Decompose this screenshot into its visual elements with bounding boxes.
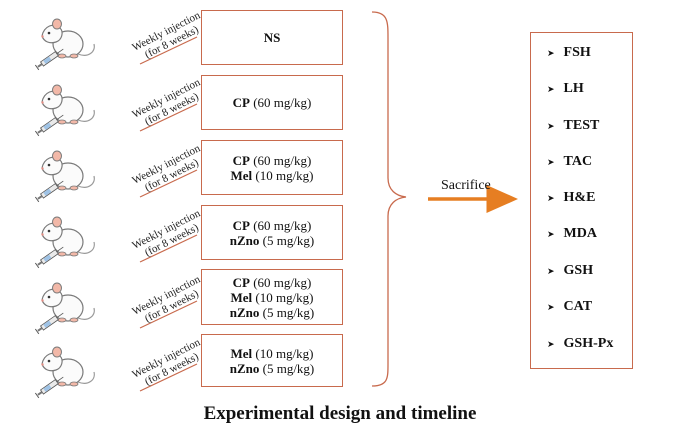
rat-with-syringe-icon	[34, 84, 95, 137]
triangle-bullet-icon: ➤	[547, 120, 555, 131]
triangle-bullet-icon: ➤	[547, 83, 555, 94]
triangle-bullet-icon: ➤	[547, 338, 555, 349]
rat-with-syringe-icon	[34, 18, 95, 71]
outcome-item: ➤GSH	[547, 263, 594, 278]
outcome-item: ➤LH	[547, 81, 584, 96]
outcome-item: ➤MDA	[547, 226, 597, 241]
outcome-item: ➤H&E	[547, 190, 596, 205]
rat-with-syringe-icon	[34, 150, 95, 203]
treatment-line: CP (60 mg/kg)	[232, 95, 312, 110]
triangle-bullet-icon: ➤	[547, 192, 555, 203]
outcome-item: ➤CAT	[547, 299, 593, 314]
outcome-item: ➤TAC	[547, 154, 593, 169]
triangle-bullet-icon: ➤	[547, 47, 555, 58]
triangle-bullet-icon: ➤	[547, 156, 555, 167]
bracket-icon	[371, 11, 407, 387]
outcome-item: ➤GSH-Px	[547, 336, 614, 351]
outcome-item: ➤TEST	[547, 118, 600, 133]
triangle-bullet-icon: ➤	[547, 301, 555, 312]
treatment-line: nZno (5 mg/kg)	[229, 232, 315, 248]
figure-title: Experimental design and timeline	[203, 403, 477, 424]
treatment-line: CP (60 mg/kg)	[232, 274, 312, 290]
group-box-cp-mel: CP (60 mg/kg) Mel (10 mg/kg)	[201, 140, 343, 195]
sacrifice-label: Sacrifice	[441, 178, 491, 193]
treatment-line: Mel (10 mg/kg)	[230, 345, 314, 361]
treatment-line: CP (60 mg/kg)	[232, 217, 312, 233]
triangle-bullet-icon: ➤	[547, 228, 555, 239]
treatment-line: nZno (5 mg/kg)	[229, 360, 315, 376]
outcomes-box: ➤FSH ➤LH ➤TEST ➤TAC ➤H&E ➤MDA ➤GSH ➤CAT …	[530, 32, 633, 369]
treatment-line: nZno (5 mg/kg)	[229, 304, 315, 320]
triangle-bullet-icon: ➤	[547, 265, 555, 276]
treatment-line: NS	[263, 30, 281, 45]
rat-with-syringe-icon	[34, 216, 95, 269]
group-box-cp: CP (60 mg/kg)	[201, 75, 343, 130]
group-box-mel-nzno: Mel (10 mg/kg) nZno (5 mg/kg)	[201, 334, 343, 387]
outcome-item: ➤FSH	[547, 45, 591, 60]
group-box-cp-mel-nzno: CP (60 mg/kg) Mel (10 mg/kg) nZno (5 mg/…	[201, 269, 343, 325]
treatment-line: CP (60 mg/kg)	[232, 152, 312, 168]
treatment-line: Mel (10 mg/kg)	[230, 289, 314, 305]
group-box-cp-nzno: CP (60 mg/kg) nZno (5 mg/kg)	[201, 205, 343, 260]
treatment-line: Mel (10 mg/kg)	[230, 167, 314, 183]
group-box-ns: NS	[201, 10, 343, 65]
rat-with-syringe-icon	[34, 282, 95, 335]
rat-with-syringe-icon	[34, 346, 95, 399]
